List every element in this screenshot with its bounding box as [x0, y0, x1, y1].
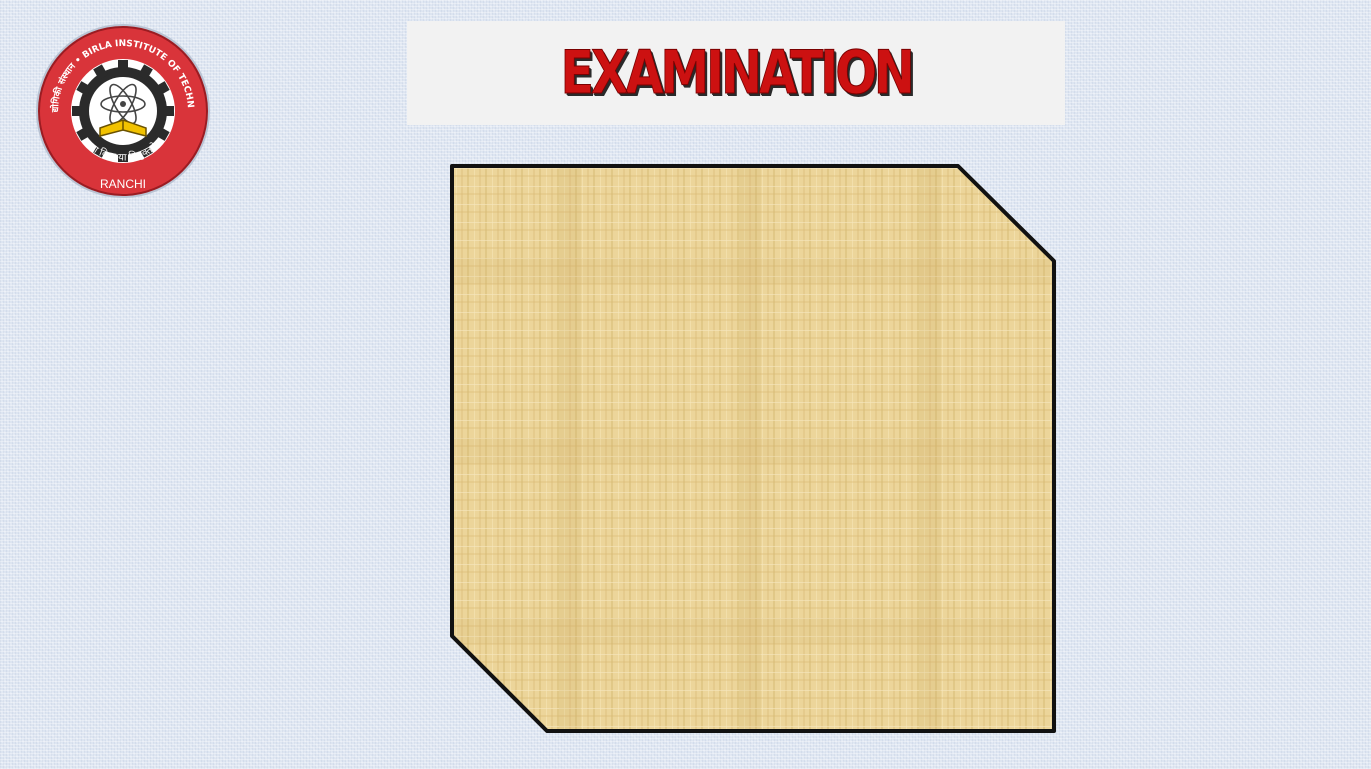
- content-panel: [449, 163, 1057, 734]
- institute-seal-icon: बिरला प्रौद्योगिकी संस्थान • BIRLA INSTI…: [34, 22, 210, 198]
- seal-city-text: RANCHI: [100, 177, 146, 191]
- title-banner: EXAMINATION: [407, 21, 1065, 125]
- book-icon: [99, 119, 147, 137]
- page-title: EXAMINATION: [560, 38, 915, 108]
- institute-logo: बिरला प्रौद्योगिकी संस्थान • BIRLA INSTI…: [34, 22, 212, 200]
- papyrus-content-panel: [450, 164, 1056, 733]
